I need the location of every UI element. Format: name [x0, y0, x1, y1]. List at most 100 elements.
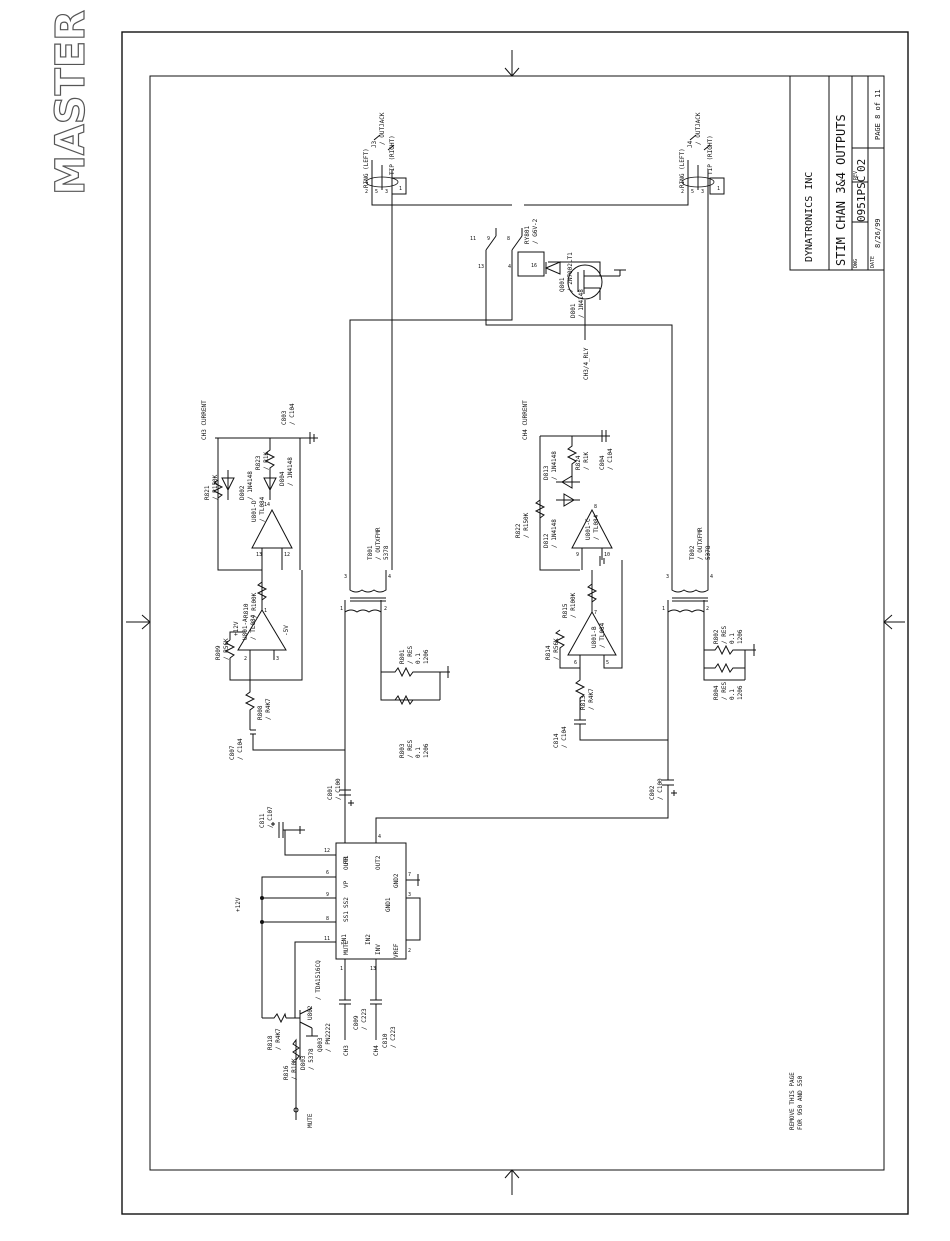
u802-gnd2: GND2	[393, 873, 400, 888]
wire-vp	[261, 876, 336, 1018]
ch4-input-label: CH4	[373, 1045, 380, 1056]
c803-value: / C104	[289, 403, 296, 425]
r804-size: 1206	[737, 685, 744, 700]
r814-value: / R56K	[553, 638, 560, 660]
t801-value: / OUTXFMR	[375, 527, 382, 560]
r801-watt: 0.1	[415, 653, 422, 664]
u802-rr: RR	[343, 856, 350, 864]
ry801-pin9: 9	[487, 236, 490, 242]
ry801-ref: RY801	[524, 226, 531, 244]
rev-label: REV	[853, 171, 859, 180]
note-line-2: FOR 950 AND 550	[797, 1075, 804, 1130]
transformer-t802	[667, 570, 745, 780]
company-name: DYNATRONICS INC	[804, 172, 815, 262]
c810-ref: C810	[382, 1033, 389, 1048]
resistor-r808	[244, 680, 256, 730]
resistor-r822	[534, 499, 546, 519]
u802-pin4: 4	[378, 834, 381, 840]
u802-pin8: 8	[326, 916, 329, 922]
ch4-current-label: CH4 CURRENT	[522, 400, 529, 440]
wire-ch4-sense-top	[539, 435, 610, 571]
r813-value: / R4K7	[588, 688, 595, 710]
r821-ref: R821	[204, 485, 211, 500]
r802-watt: 0.1	[729, 633, 736, 644]
u801a-vplus: +12V	[233, 621, 240, 636]
c804-value: / C104	[607, 448, 614, 470]
master-stamp: MASTER	[48, 10, 94, 195]
d803-value: / 5378	[308, 1048, 315, 1070]
j4-pin5: 5	[691, 189, 694, 195]
u802-gnd1: GND1	[385, 897, 392, 912]
u801b-pin6: 6	[574, 660, 577, 666]
j4-ring: RING (LEFT)	[679, 148, 686, 188]
resistor-r815	[586, 570, 598, 612]
r804-value: / RES	[721, 682, 728, 700]
d812-ref: D812	[543, 533, 550, 548]
j3-value: / OUTJACK	[379, 112, 386, 145]
t802-ref: T802	[689, 545, 696, 560]
wire-mute	[294, 941, 336, 1018]
c802-ref: C802	[649, 785, 656, 800]
zone-arrow-bottom	[504, 1169, 520, 1195]
transistor-q803	[262, 1007, 318, 1120]
r803-size: 1206	[423, 743, 430, 758]
r813-ref: R813	[580, 695, 587, 710]
junction-12v-a	[260, 896, 264, 900]
r823-ref: R823	[255, 455, 262, 470]
d804-value: / 1N4148	[287, 457, 294, 486]
diode-d812	[556, 493, 580, 507]
j3-tip: TIP (RIGHT)	[389, 135, 396, 175]
u801b-pin7: 7	[594, 610, 597, 616]
u802-pin12: 12	[324, 848, 330, 854]
q801-value: / 2N7002LT1	[567, 252, 574, 292]
date-label: DATE	[870, 256, 876, 268]
resistor-r821	[212, 479, 224, 499]
c807-ref: C807	[229, 745, 236, 760]
wire-gnd	[406, 874, 421, 941]
j4-pin3: 3	[701, 189, 704, 195]
c803-ref: C803	[281, 410, 288, 425]
r801-ref: R801	[399, 649, 406, 664]
t801-pin1: 1	[340, 606, 343, 612]
relay-ry801	[349, 228, 673, 570]
q803-value: / PN2222	[325, 1023, 332, 1052]
mute-label: MUTE	[307, 1113, 314, 1128]
c810-value: / C223	[390, 1026, 397, 1048]
diode-d801	[544, 261, 561, 275]
r818-ref: R818	[267, 1035, 274, 1050]
u801a-pin2: 2	[244, 656, 247, 662]
c801-value: / C100	[335, 778, 342, 800]
r803-value: / RES	[407, 740, 414, 758]
wire-ss	[262, 897, 336, 923]
ry801-pin11: 11	[470, 236, 476, 242]
zone-arrow-left	[126, 614, 151, 630]
junction-12v-b	[260, 920, 264, 924]
j4-pin2: 2	[681, 189, 684, 195]
u802-ss2: SS2	[343, 897, 350, 908]
transistor-q801	[548, 261, 626, 320]
transformer-t801	[344, 570, 440, 840]
d804-ref: D804	[279, 471, 286, 486]
r816-value: / R10K	[291, 1058, 298, 1080]
u801b-ref: U801-B	[591, 626, 598, 648]
u802-out2: OUT2	[375, 855, 382, 870]
r809-value: / R56K	[223, 638, 230, 660]
t802-pin4: 4	[710, 574, 713, 580]
u802-in1: IN1	[341, 934, 348, 945]
j3-pin5: 5	[375, 189, 378, 195]
drawing-title: STIM CHAN 3&4 OUTPUTS	[834, 114, 848, 266]
q801-ref: Q801	[559, 277, 566, 292]
u801a-ref: U801-A	[242, 618, 249, 640]
r814-ref: R814	[545, 645, 552, 660]
resistor-r813	[574, 668, 586, 720]
c804-ref: C804	[599, 455, 606, 470]
zone-arrow-right	[883, 614, 905, 630]
t801-pin3: 3	[344, 574, 347, 580]
ry801-pin8: 8	[507, 236, 510, 242]
diode-d802	[221, 470, 235, 500]
resistor-r814	[554, 629, 580, 669]
capacitor-c811	[271, 822, 305, 838]
r802-size: 1206	[737, 629, 744, 644]
r815-ref: R815	[562, 603, 569, 618]
d813-value: / 1N4148	[551, 451, 558, 480]
